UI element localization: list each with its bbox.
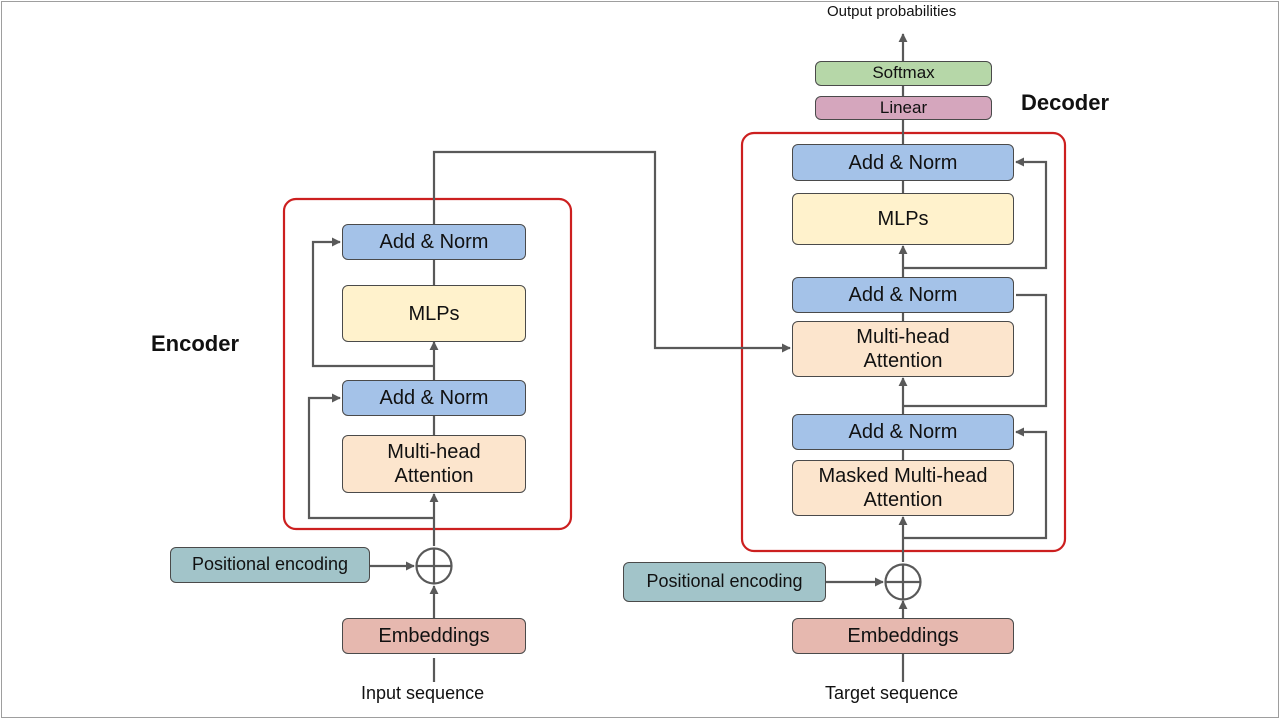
dec-softmax: Softmax xyxy=(815,61,992,86)
enc-mlps: MLPs xyxy=(342,285,526,342)
dec-add-norm-mid: Add & Norm xyxy=(792,277,1014,313)
dec-residual-2 xyxy=(903,293,1048,408)
encoder-title: Encoder xyxy=(151,331,240,356)
enc-embeddings: Embeddings xyxy=(342,618,526,654)
dec-input-label: Target sequence xyxy=(825,683,959,703)
dec-residual-3 xyxy=(903,157,1048,270)
dec-cross-attention: Multi-head Attention xyxy=(792,321,1014,377)
enc-positional-encoding: Positional encoding xyxy=(170,547,370,583)
dec-output-label: Output probabilities xyxy=(827,3,957,20)
dec-linear: Linear xyxy=(815,96,992,120)
enc-input-label: Input sequence xyxy=(361,683,485,703)
decoder-title: Decoder xyxy=(1021,90,1110,115)
enc-to-dec-cross xyxy=(432,150,791,353)
dec-add-norm-top: Add & Norm xyxy=(792,144,1014,181)
dec-embeddings: Embeddings xyxy=(792,618,1014,654)
encoder-block-outline xyxy=(282,197,573,531)
dec-add-norm-bottom: Add & Norm xyxy=(792,414,1014,450)
dec-masked-attention: Masked Multi-head Attention xyxy=(792,460,1014,516)
enc-residual-1 xyxy=(307,393,434,520)
enc-residual-2 xyxy=(311,237,434,368)
enc-add-norm-bottom: Add & Norm xyxy=(342,380,526,416)
dec-residual-1 xyxy=(903,427,1048,540)
enc-add-norm-top: Add & Norm xyxy=(342,224,526,260)
dec-positional-encoding: Positional encoding xyxy=(623,562,826,602)
dec-mlps: MLPs xyxy=(792,193,1014,245)
enc-multi-head-attention: Multi-head Attention xyxy=(342,435,526,493)
